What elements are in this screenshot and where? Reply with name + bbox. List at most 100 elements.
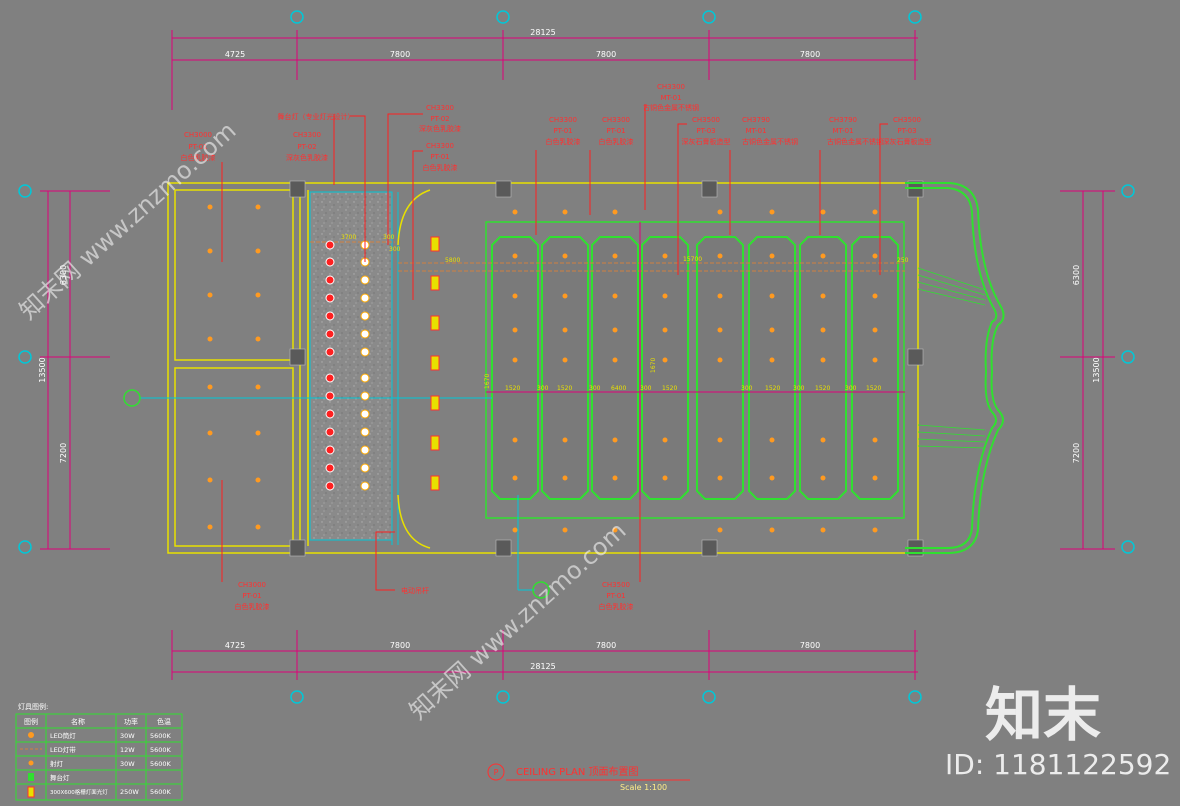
watermark-id: ID: 1181122592 (945, 748, 1172, 781)
svg-text:1520: 1520 (662, 385, 677, 392)
section-marker-left (123, 389, 141, 407)
dimension-texts: 28125 4725 7800 7800 7800 28125 4725 780… (38, 28, 1101, 671)
svg-text:PT-03: PT-03 (897, 127, 916, 135)
svg-text:300: 300 (741, 385, 753, 392)
svg-text:MT-01: MT-01 (660, 94, 681, 102)
svg-text:300: 300 (845, 385, 857, 392)
svg-text:MT-01: MT-01 (832, 127, 853, 135)
legend-panel-light-icon (27, 786, 35, 798)
svg-text:CH3000: CH3000 (238, 581, 266, 589)
ceiling-frame (485, 221, 905, 519)
svg-text:300: 300 (537, 385, 549, 392)
bay-window (905, 182, 1005, 554)
svg-text:古铜色金属不锈钢: 古铜色金属不锈钢 (827, 137, 883, 146)
annotation-a12: CH3500 PT-03 深灰石膏板造型 (883, 116, 932, 146)
legend-header-temp: 色温 (157, 717, 171, 726)
ceiling-panels (491, 236, 899, 500)
stage-arcs (397, 189, 431, 549)
legend-row-4-power: 250W (120, 788, 139, 796)
svg-text:1520: 1520 (815, 385, 830, 392)
watermark-logo: 知末 (985, 681, 1102, 749)
legend-header-symbol: 图例 (24, 717, 38, 726)
svg-text:1520: 1520 (557, 385, 572, 392)
svg-text:6400: 6400 (611, 385, 626, 392)
legend-row-4-name: 300X600格栅灯面光灯 (50, 788, 108, 796)
svg-text:白色乳胶漆: 白色乳胶漆 (181, 153, 216, 162)
svg-text:PT-03: PT-03 (696, 127, 715, 135)
small-dim-0: 3700 (341, 234, 356, 241)
legend-row-2-temp: 5600K (150, 760, 172, 768)
svg-text:CH3300: CH3300 (549, 116, 577, 124)
legend-row-0-power: 30W (120, 732, 135, 740)
legend-row-0-temp: 5600K (150, 732, 172, 740)
svg-text:300: 300 (793, 385, 805, 392)
svg-text:CH3300: CH3300 (293, 131, 321, 139)
legend-stage-light-icon (28, 773, 34, 781)
grid-panel-lights (430, 236, 440, 491)
legend-spotlight-icon (28, 760, 34, 766)
small-dim-labels: 3700 300 300 5800 15700 250 1670 1670 (341, 234, 909, 389)
title-symbol-circle (487, 763, 505, 781)
svg-text:CH3790: CH3790 (829, 116, 857, 124)
left-dim-2: 7200 (59, 443, 68, 463)
svg-text:深灰色乳胶漆: 深灰色乳胶漆 (419, 124, 461, 133)
svg-text:白色乳胶漆: 白色乳胶漆 (546, 137, 581, 146)
svg-text:PT-01: PT-01 (242, 592, 261, 600)
annotation-a4: CH3300 PT-02 深灰色乳胶漆 (419, 104, 461, 133)
led-strips (310, 241, 905, 272)
svg-text:CH3790: CH3790 (742, 116, 770, 124)
drawing-scale: Scale 1:100 (620, 783, 667, 792)
stage-lights (325, 240, 370, 491)
bottom-total-dim: 28125 (530, 662, 555, 671)
annotation-a5: CH3300 PT-01 白色乳胶漆 (423, 142, 458, 172)
svg-text:PT-01: PT-01 (606, 592, 625, 600)
right-dim-2: 7200 (1072, 443, 1081, 463)
svg-text:PT-01: PT-01 (188, 143, 207, 151)
right-dim-1: 6300 (1072, 265, 1081, 285)
svg-text:1520: 1520 (866, 385, 881, 392)
svg-text:白色乳胶漆: 白色乳胶漆 (235, 602, 270, 611)
columns (289, 180, 924, 557)
annotation-a6: CH3300 PT-01 白色乳胶漆 (546, 116, 581, 146)
section-marker-bottom (532, 581, 550, 599)
svg-text:CH3500: CH3500 (893, 116, 921, 124)
legend-header-power: 功率 (124, 717, 138, 726)
top-total-dim: 28125 (530, 28, 555, 37)
svg-text:古铜色金属不锈钢: 古铜色金属不锈钢 (742, 137, 798, 146)
svg-text:古铜色金属不锈钢: 古铜色金属不锈钢 (643, 103, 699, 112)
left-total-dim: 13500 (38, 357, 47, 382)
svg-text:深灰石膏板造型: 深灰石膏板造型 (883, 137, 932, 146)
stage-ceiling-area (309, 191, 393, 541)
svg-text:PT-01: PT-01 (430, 153, 449, 161)
small-dim-1: 300 (383, 234, 395, 241)
annotation-a9: CH3500 PT-03 深灰石膏板造型 (682, 116, 731, 146)
svg-text:300: 300 (589, 385, 601, 392)
title-symbol: P (494, 768, 499, 777)
legend-row-1-power: 12W (120, 746, 135, 754)
annotation-a3: CH3300 PT-02 深灰色乳胶漆 (286, 131, 328, 162)
legend-row-0-name: LED筒灯 (50, 731, 76, 740)
bottom-dim-3: 7800 (596, 641, 616, 650)
svg-text:CH3500: CH3500 (602, 581, 630, 589)
inner-dim-chain: 1520 300 1520 300 6400 300 1520 300 1520… (505, 385, 881, 392)
svg-text:深灰色乳胶漆: 深灰色乳胶漆 (286, 153, 328, 162)
top-dim-1: 4725 (225, 50, 245, 59)
small-dim-2: 300 (389, 246, 401, 253)
svg-text:PT-02: PT-02 (430, 115, 449, 123)
svg-text:MT-01: MT-01 (745, 127, 766, 135)
walls (167, 182, 919, 554)
annotation-a10: CH3790 MT-01 古铜色金属不锈钢 (742, 116, 798, 146)
annotation-b3: CH3500 PT-01 白色乳胶漆 (599, 581, 634, 611)
annotation-b2: 电动吊杆 (401, 586, 429, 595)
svg-text:PT-01: PT-01 (606, 127, 625, 135)
svg-text:深灰石膏板造型: 深灰石膏板造型 (682, 137, 731, 146)
right-total-dim: 13500 (1092, 357, 1101, 382)
svg-text:CH3500: CH3500 (692, 116, 720, 124)
svg-text:CH3300: CH3300 (602, 116, 630, 124)
leader-lines (221, 104, 888, 591)
legend-header-name: 名称 (71, 717, 85, 726)
annotation-a8: CH3300 MT-01 古铜色金属不锈钢 (643, 83, 699, 112)
bottom-dim-4: 7800 (800, 641, 820, 650)
annotation-a7: CH3300 PT-01 白色乳胶漆 (599, 116, 634, 146)
drawing-title: CEILING PLAN 顶面布置图 (516, 766, 639, 778)
